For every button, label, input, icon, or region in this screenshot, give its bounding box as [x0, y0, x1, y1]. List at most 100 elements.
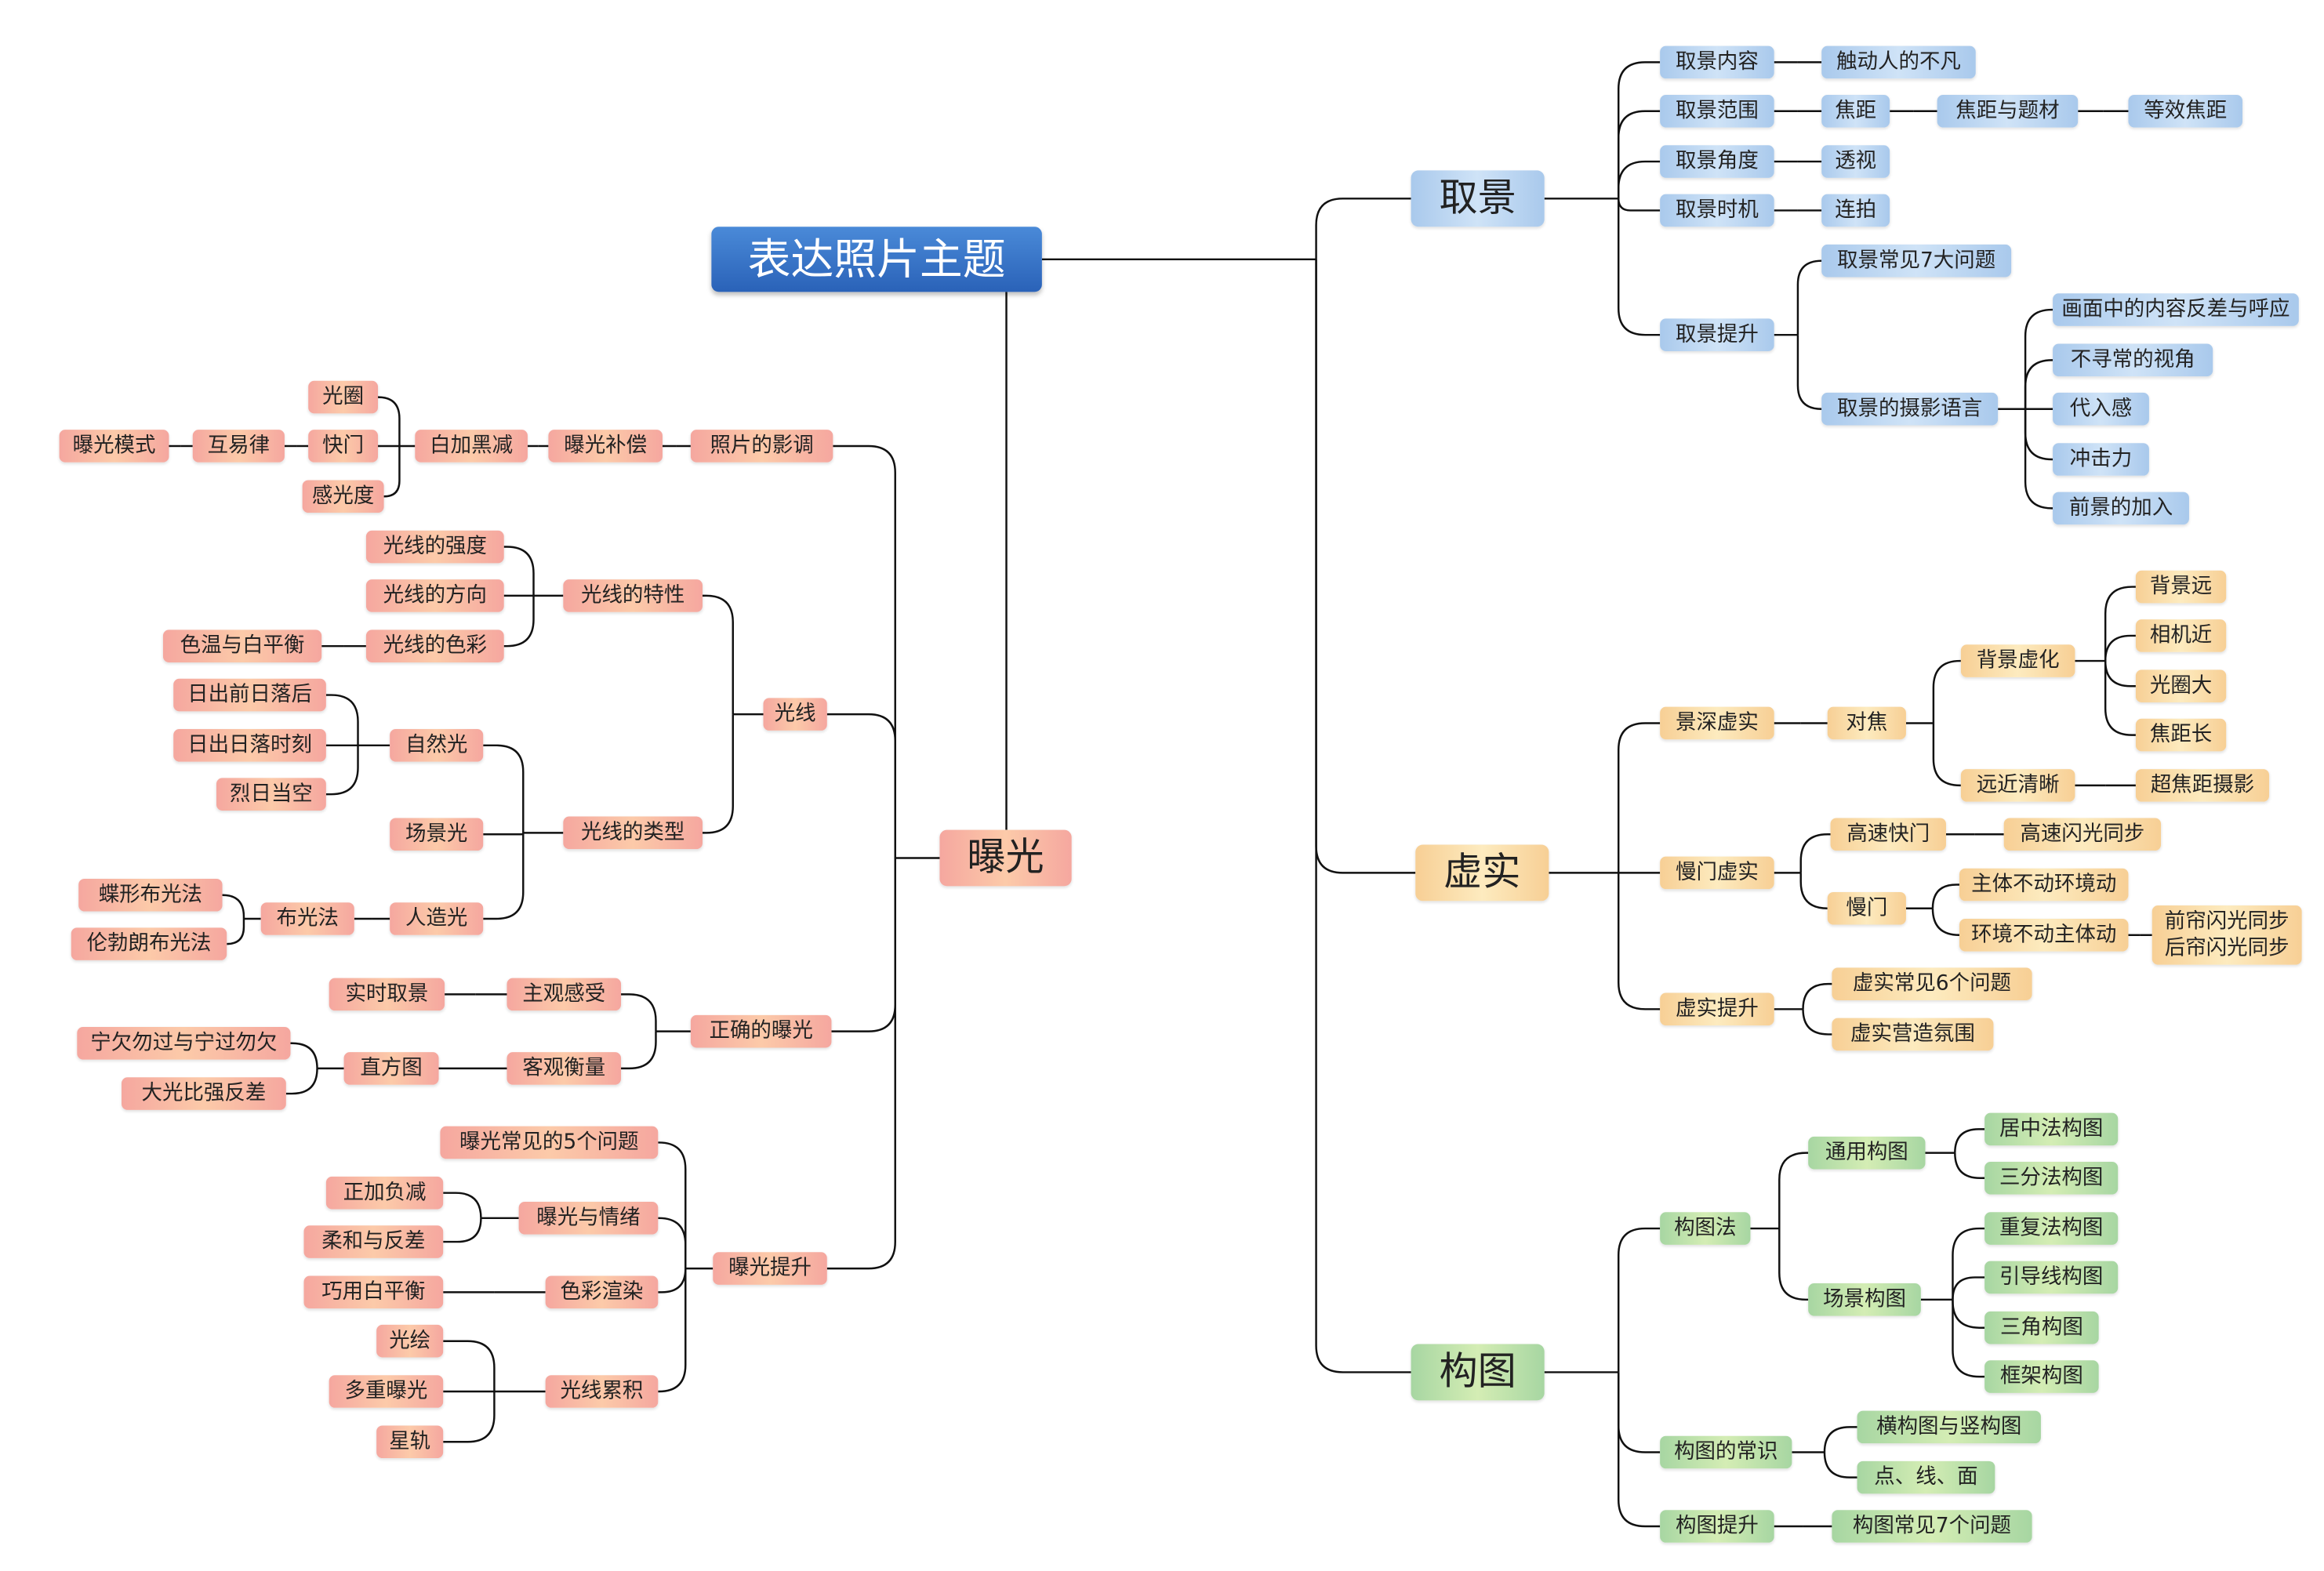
- mind-map-node[interactable]: 曝光常见的5个问题: [440, 1126, 659, 1159]
- mind-map-node[interactable]: 曝光与情绪: [518, 1202, 659, 1235]
- mind-map-node[interactable]: 多重曝光: [329, 1375, 444, 1408]
- mind-map-node[interactable]: 色彩渲染: [545, 1275, 659, 1309]
- mind-map-node[interactable]: 互易律: [192, 430, 285, 463]
- mind-map-node[interactable]: 高速闪光同步: [2003, 818, 2162, 851]
- mind-map-node[interactable]: 取景提升: [1660, 318, 1774, 352]
- mind-map-node[interactable]: 远近清晰: [1960, 769, 2075, 802]
- mind-map-node[interactable]: 自然光: [390, 729, 484, 762]
- mind-map-node[interactable]: 光线的强度: [365, 530, 504, 564]
- mind-map-node[interactable]: 代入感: [2053, 392, 2149, 426]
- mind-map-node[interactable]: 伦勃朗布光法: [71, 927, 227, 960]
- mind-map-node[interactable]: 背景虚化: [1960, 644, 2075, 677]
- mind-map-node[interactable]: 构图的常识: [1660, 1435, 1792, 1469]
- mind-map-node[interactable]: 重复法构图: [1984, 1212, 2119, 1245]
- mind-map-root-node[interactable]: 表达照片主题: [711, 227, 1042, 292]
- mind-map-node[interactable]: 光线的特性: [563, 579, 703, 612]
- mind-map-main-topic[interactable]: 虚实: [1415, 844, 1549, 902]
- mind-map-node[interactable]: 不寻常的视角: [2053, 343, 2213, 377]
- mind-map-node[interactable]: 三分法构图: [1984, 1161, 2119, 1195]
- mind-map-node[interactable]: 通用构图: [1808, 1136, 1926, 1170]
- mind-map-node[interactable]: 人造光: [390, 902, 484, 935]
- mind-map-node[interactable]: 虚实提升: [1660, 992, 1774, 1026]
- mind-map-node[interactable]: 场景构图: [1808, 1283, 1921, 1316]
- mind-map-node[interactable]: 取景范围: [1660, 94, 1774, 128]
- mind-map-node[interactable]: 超焦距摄影: [2135, 769, 2270, 802]
- mind-map-node[interactable]: 光圈: [308, 380, 379, 414]
- mind-map-node[interactable]: 构图提升: [1660, 1510, 1774, 1543]
- mind-map-node[interactable]: 客观衡量: [507, 1052, 622, 1085]
- mind-map-main-topic[interactable]: 取景: [1411, 170, 1545, 227]
- mind-map-node[interactable]: 曝光补偿: [548, 430, 663, 463]
- mind-map-node[interactable]: 日出日落时刻: [173, 729, 326, 762]
- mind-map-node[interactable]: 虚实常见6个问题: [1832, 967, 2032, 1000]
- mind-map-node[interactable]: 光线的方向: [365, 579, 504, 612]
- mind-map-node[interactable]: 取景内容: [1660, 45, 1774, 79]
- mind-map-node[interactable]: 高速快门: [1830, 818, 1946, 851]
- mind-map-main-topic[interactable]: 构图: [1411, 1344, 1545, 1401]
- mind-map-node[interactable]: 宁欠勿过与宁过勿欠: [77, 1026, 291, 1060]
- mind-map-node[interactable]: 光线的类型: [563, 816, 703, 850]
- mind-map-node[interactable]: 正确的曝光: [690, 1014, 832, 1048]
- mind-map-node[interactable]: 光圈大: [2135, 669, 2227, 703]
- connector-curve: [1954, 1128, 1985, 1153]
- mind-map-node[interactable]: 场景光: [390, 818, 484, 851]
- mind-map-node[interactable]: 前帘闪光同步 后帘闪光同步: [2152, 905, 2302, 965]
- mind-map-node[interactable]: 焦距: [1821, 94, 1890, 128]
- mind-map-node[interactable]: 日出前日落后: [173, 678, 326, 712]
- mind-map-node[interactable]: 星轨: [376, 1425, 444, 1459]
- mind-map-node[interactable]: 焦距与题材: [1937, 94, 2079, 128]
- mind-map-node[interactable]: 背景远: [2135, 570, 2227, 604]
- mind-map-node[interactable]: 虚实营造氛围: [1832, 1018, 1994, 1051]
- mind-map-node[interactable]: 色温与白平衡: [162, 629, 322, 662]
- mind-map-node[interactable]: 主体不动环境动: [1959, 868, 2129, 902]
- mind-map-node[interactable]: 点、线、面: [1857, 1460, 1995, 1494]
- mind-map-node[interactable]: 主观感受: [507, 978, 622, 1011]
- mind-map-node[interactable]: 景深虚实: [1660, 706, 1774, 740]
- mind-map-node[interactable]: 照片的影调: [690, 430, 833, 463]
- mind-map-node[interactable]: 蝶形布光法: [78, 878, 223, 912]
- mind-map-node[interactable]: 慢门: [1827, 891, 1906, 925]
- mind-map-node[interactable]: 透视: [1821, 145, 1890, 178]
- mind-map-node[interactable]: 取景时机: [1660, 194, 1774, 227]
- mind-map-node[interactable]: 直方图: [343, 1052, 439, 1085]
- mind-map-node[interactable]: 曝光模式: [59, 430, 169, 463]
- mind-map-node[interactable]: 取景的摄影语言: [1821, 392, 1999, 426]
- mind-map-node[interactable]: 取景角度: [1660, 145, 1774, 178]
- mind-map-node[interactable]: 光绘: [376, 1324, 444, 1358]
- mind-map-node[interactable]: 光线累积: [545, 1375, 659, 1408]
- mind-map-node[interactable]: 焦距长: [2135, 718, 2227, 752]
- mind-map-node[interactable]: 布光法: [260, 902, 354, 935]
- mind-map-node[interactable]: 柔和与反差: [303, 1225, 444, 1258]
- mind-map-node[interactable]: 光线: [763, 698, 827, 731]
- mind-map-node[interactable]: 快门: [308, 430, 379, 463]
- mind-map-node[interactable]: 构图常见7个问题: [1832, 1510, 2032, 1543]
- mind-map-node[interactable]: 画面中的内容反差与呼应: [2053, 293, 2299, 326]
- mind-map-node[interactable]: 居中法构图: [1984, 1112, 2119, 1146]
- mind-map-node[interactable]: 正加负减: [325, 1176, 444, 1210]
- mind-map-node[interactable]: 大光比强反差: [122, 1077, 286, 1110]
- mind-map-node[interactable]: 三角构图: [1984, 1311, 2099, 1344]
- mind-map-node[interactable]: 取景常见7大问题: [1821, 244, 2012, 278]
- mind-map-node[interactable]: 触动人的不凡: [1821, 45, 1976, 79]
- mind-map-node[interactable]: 慢门虚实: [1660, 856, 1774, 890]
- mind-map-node[interactable]: 感光度: [302, 480, 384, 513]
- mind-map-node[interactable]: 等效焦距: [2128, 94, 2243, 128]
- mind-map-node[interactable]: 白加黑减: [415, 430, 528, 463]
- mind-map-node[interactable]: 相机近: [2135, 619, 2227, 652]
- mind-map-node[interactable]: 冲击力: [2053, 443, 2149, 476]
- mind-map-node[interactable]: 前景的加入: [2053, 492, 2189, 525]
- mind-map-node[interactable]: 巧用白平衡: [303, 1275, 444, 1309]
- mind-map-node[interactable]: 环境不动主体动: [1959, 918, 2129, 952]
- mind-map-node[interactable]: 框架构图: [1984, 1360, 2099, 1393]
- mind-map-node[interactable]: 实时取景: [329, 978, 445, 1011]
- mind-map-node[interactable]: 曝光提升: [713, 1252, 827, 1285]
- mind-map-node[interactable]: 连拍: [1821, 194, 1890, 227]
- mind-map-node[interactable]: 引导线构图: [1984, 1261, 2119, 1294]
- mind-map-node[interactable]: 烈日当空: [216, 778, 326, 811]
- mind-map-node[interactable]: 横构图与竖构图: [1857, 1410, 2041, 1444]
- mind-map-node[interactable]: 光线的色彩: [365, 629, 504, 662]
- mind-map-main-topic[interactable]: 曝光: [939, 829, 1072, 887]
- mind-map-node[interactable]: 构图法: [1660, 1212, 1751, 1245]
- mind-map-node[interactable]: 对焦: [1827, 706, 1906, 740]
- connector-curve: [1823, 1452, 1857, 1478]
